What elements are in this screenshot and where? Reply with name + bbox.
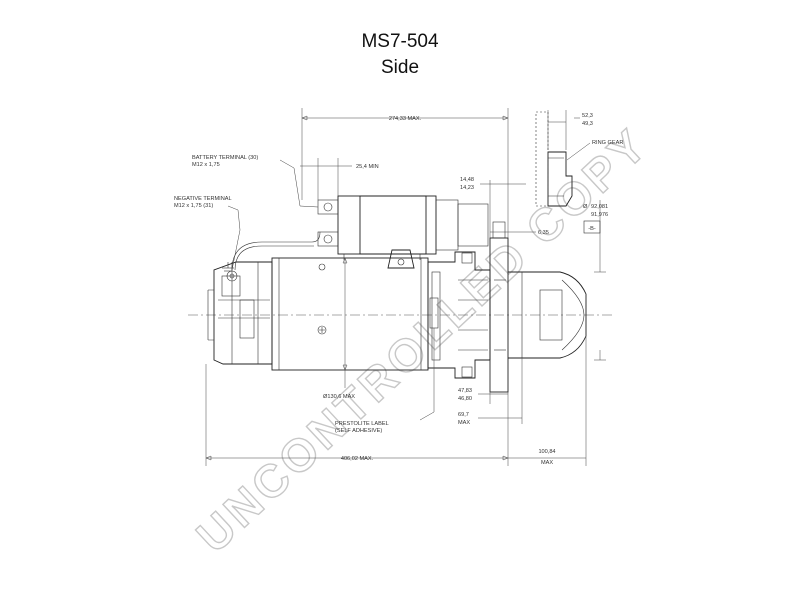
- datum-b: -B-: [588, 226, 596, 232]
- dim-6-35: 6,35: [490, 230, 549, 236]
- prestolite-label: PRESTOLITE LABEL (SELF ADHESIVE): [335, 297, 439, 434]
- svg-text:25,4 MIN: 25,4 MIN: [356, 164, 379, 170]
- dim-69: 69,7 MAX: [458, 358, 523, 426]
- svg-text:Ø: Ø: [583, 204, 588, 210]
- svg-text:BATTERY TERMINAL (30): BATTERY TERMINAL (30): [192, 155, 258, 161]
- svg-text:MAX: MAX: [458, 420, 470, 426]
- svg-text:MAX: MAX: [541, 460, 553, 466]
- dim-47: 47,83 46,80: [458, 360, 508, 404]
- svg-text:6,35: 6,35: [538, 230, 549, 236]
- negative-terminal-wire: [231, 231, 321, 271]
- pilot-diameter-dim: Ø 92,081 91,976 -B-: [583, 200, 608, 361]
- svg-text:49,3: 49,3: [582, 121, 593, 127]
- drawing-view: Side: [381, 57, 419, 78]
- svg-text:47,83: 47,83: [458, 388, 472, 394]
- svg-text:Ø130,6 MAX: Ø130,6 MAX: [323, 394, 355, 400]
- svg-text:NEGATIVE TERMINAL: NEGATIVE TERMINAL: [174, 196, 232, 202]
- svg-text:52,3: 52,3: [582, 113, 593, 119]
- svg-text:92,081: 92,081: [591, 204, 608, 210]
- svg-text:14,23: 14,23: [460, 185, 474, 191]
- ring-gear-label: RING GEAR: [592, 140, 623, 146]
- svg-text:69,7: 69,7: [458, 412, 469, 418]
- battery-terminal-label: BATTERY TERMINAL (30) M12 x 1,75: [192, 155, 319, 208]
- dim-14: 14,48 14,23: [460, 177, 526, 238]
- svg-text:(SELF ADHESIVE): (SELF ADHESIVE): [335, 428, 382, 434]
- dim-body-diameter: Ø130,6 MAX: [323, 257, 355, 400]
- svg-text:274,33 MAX.: 274,33 MAX.: [389, 116, 422, 122]
- drawing-title: MS7-504: [361, 31, 439, 52]
- dim-100: 100,84 MAX: [508, 336, 587, 466]
- svg-text:M12 x 1,75 (31): M12 x 1,75 (31): [174, 203, 213, 209]
- dim-274: 274,33 MAX.: [301, 108, 509, 238]
- svg-text:406,02 MAX.: 406,02 MAX.: [341, 456, 374, 462]
- ground-symbol-icon: [222, 262, 234, 272]
- negative-terminal-label: NEGATIVE TERMINAL M12 x 1,75 (31): [174, 196, 241, 271]
- ring-gear-detail: 52,3 49,3 RING GEAR: [535, 110, 623, 207]
- starter-body: [207, 221, 587, 393]
- svg-text:46,80: 46,80: [458, 396, 472, 402]
- svg-text:M12 x 1,75: M12 x 1,75: [192, 162, 220, 168]
- svg-text:PRESTOLITE LABEL: PRESTOLITE LABEL: [335, 421, 389, 427]
- svg-text:91,976: 91,976: [591, 212, 608, 218]
- dim-25-4: 25,4 MIN: [300, 158, 379, 200]
- solenoid: [317, 195, 489, 269]
- svg-text:100,84: 100,84: [538, 449, 555, 455]
- svg-text:14,48: 14,48: [460, 177, 474, 183]
- dim-406: 406,02 MAX.: [205, 364, 509, 466]
- watermark: UNCONTROLLED COPY: [186, 117, 658, 562]
